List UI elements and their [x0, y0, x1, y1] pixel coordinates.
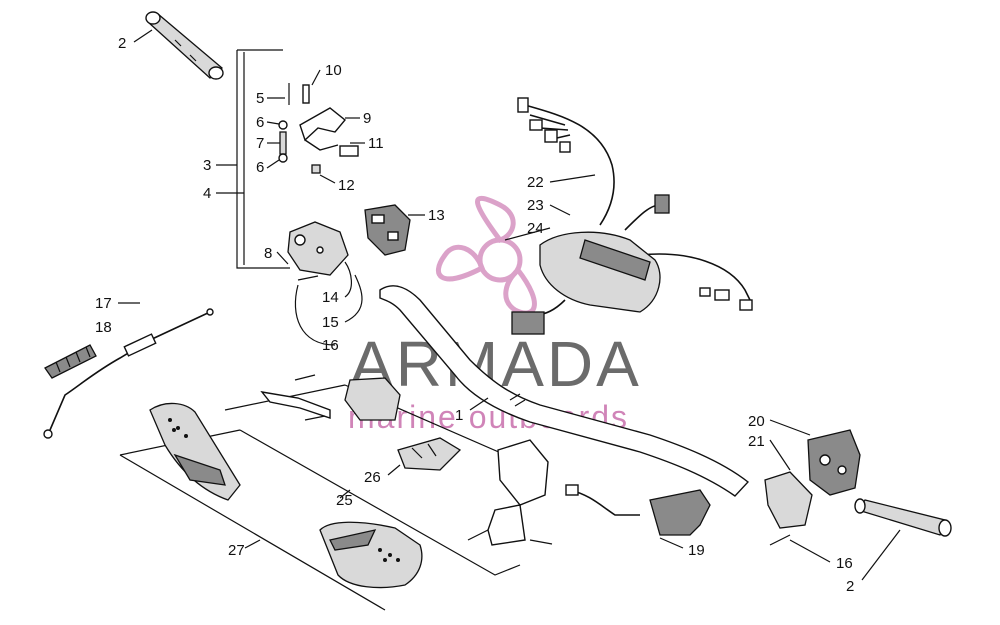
callout-11: 11 — [368, 135, 384, 152]
left-grip-part — [145, 11, 224, 80]
callout-10: 10 — [325, 62, 342, 79]
callout-9: 9 — [363, 110, 371, 127]
callout-2-left: 2 — [118, 35, 126, 52]
callout-25: 25 — [336, 492, 353, 509]
callout-8: 8 — [264, 245, 272, 262]
callout-19: 19 — [688, 542, 705, 559]
throttle-lever-part — [278, 83, 359, 174]
meter-housing-part — [511, 231, 661, 335]
right-handguard-part — [319, 521, 423, 589]
watermark-logo-icon — [435, 195, 537, 316]
bracket-3-line — [236, 50, 290, 269]
callout-6-top: 6 — [256, 114, 264, 131]
right-switch-housing-part — [764, 429, 861, 546]
callout-27: 27 — [228, 542, 245, 559]
callout-14: 14 — [322, 289, 339, 306]
callout-labels: 2 5 6 7 6 3 4 8 10 9 11 12 13 14 15 16 1… — [95, 35, 854, 595]
callout-5: 5 — [256, 90, 264, 107]
meter-harness-part — [517, 97, 753, 311]
left-handguard-part — [149, 402, 241, 501]
callout-22: 22 — [527, 174, 544, 191]
handlebar-part — [379, 285, 750, 497]
callout-3: 3 — [203, 157, 211, 174]
right-grip-part — [854, 498, 952, 537]
callout-16-right: 16 — [836, 555, 853, 572]
handguard-bracket-right-part — [467, 439, 553, 546]
callout-16-left: 16 — [322, 337, 339, 354]
handguard-mount-plate-part — [397, 437, 462, 471]
callout-6-bottom: 6 — [256, 159, 264, 176]
callout-2-right: 2 — [846, 578, 854, 595]
throttle-cable-part — [43, 308, 214, 439]
callout-23: 23 — [527, 197, 544, 214]
callout-26: 26 — [364, 469, 381, 486]
cable-boot-part — [44, 344, 97, 379]
callout-24: 24 — [527, 220, 544, 237]
callout-21: 21 — [748, 433, 765, 450]
callout-18: 18 — [95, 319, 112, 336]
callout-15: 15 — [322, 314, 339, 331]
callout-12: 12 — [338, 177, 355, 194]
leader-lines — [118, 29, 901, 581]
callout-7: 7 — [256, 135, 264, 152]
left-switch-housing-part — [287, 221, 349, 281]
hand-warmer-element-part — [565, 484, 711, 536]
callout-4: 4 — [203, 185, 211, 202]
hand-warmer-switch-part — [364, 204, 411, 256]
callout-13: 13 — [428, 207, 445, 224]
handguard-bracket-left-part — [260, 374, 401, 421]
callout-20: 20 — [748, 413, 765, 430]
callout-17: 17 — [95, 295, 112, 312]
callout-1: 1 — [455, 407, 463, 424]
